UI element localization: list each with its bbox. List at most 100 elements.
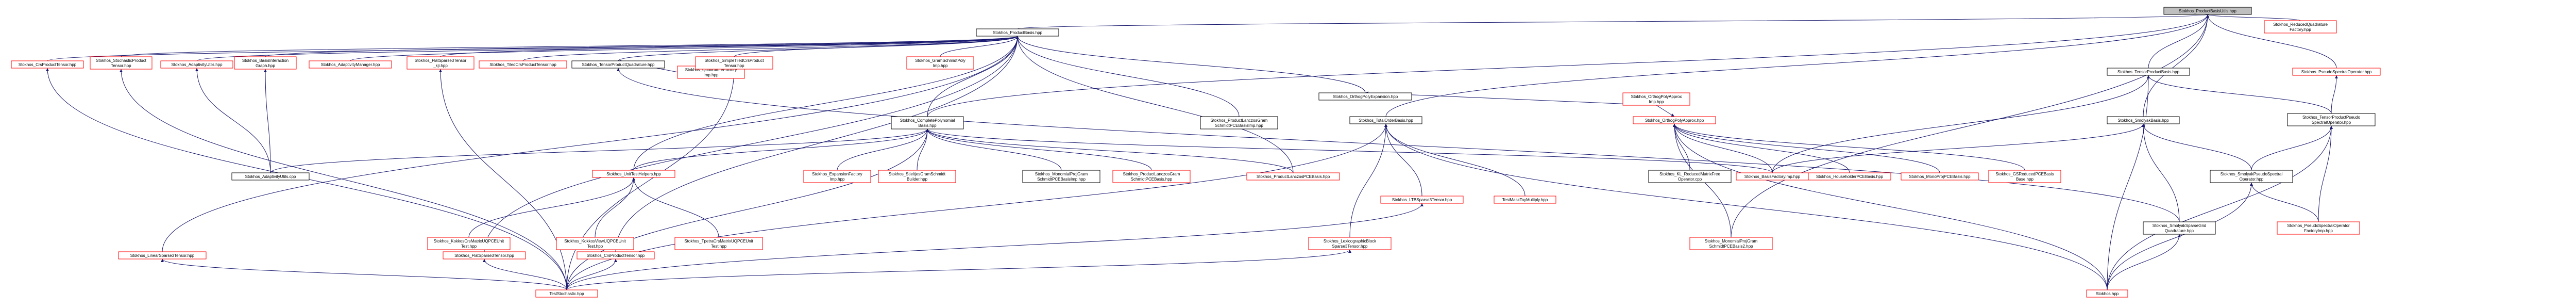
node-box [976, 28, 1059, 37]
graph-node-monoProj[interactable]: Stokhos_MonoProjPCEBasis.hpp [1901, 172, 1979, 181]
graph-node-basisFactory[interactable]: Stokhos_BasisFactoryImp.hpp [1736, 172, 1809, 181]
dependency-edge [595, 177, 635, 238]
node-box [11, 60, 84, 69]
node-box [695, 56, 773, 70]
dependency-edge [1772, 75, 2150, 173]
graph-node-tiledCrs[interactable]: Stokhos_TiledCrsProductTensor.hpp [479, 60, 567, 69]
node-box [406, 56, 474, 70]
graph-node-monoProjGram2[interactable]: Stokhos_MonomialProjGramSchmidtPCEBasis2… [1689, 237, 1773, 250]
dependency-edge [2142, 123, 2180, 222]
graph-node-prodLanczosPCE[interactable]: Stokhos_ProductLanczosPCEBasis.hpp [1246, 172, 1340, 181]
node-label: Stokhos_GramSchmidtPoly [915, 58, 965, 63]
node-label: SchmidtPCEBasis.hpp [1131, 177, 1173, 182]
graph-node-tensorBasis[interactable]: Stokhos_TensorProductBasis.hpp [2107, 68, 2190, 76]
graph-node-orthogPolyExp[interactable]: Stokhos_OrthogPolyExpansion.hpp [1318, 92, 1412, 101]
graph-node-pseudoFactory[interactable]: Stokhos_PseudoSpectralOperatorFactoryImp… [2277, 221, 2360, 235]
node-label: Stokhos_ProductLanczosGram [1211, 118, 1268, 123]
node-box [1380, 196, 1464, 204]
graph-node-unitTest[interactable]: Stokhos_UnitTestHelpers.hpp [592, 170, 675, 178]
graph-node-tayMult[interactable]: TestMaskTayMultiply.hpp [1494, 196, 1556, 204]
node-box [535, 289, 598, 298]
graph-node-flatSparse[interactable]: Stokhos_FlatSparse3Tensor_kji.hpp [406, 56, 474, 70]
graph-node-crsProduct[interactable]: Stokhos_CrsProductTensor.hpp [577, 251, 655, 260]
graph-node-lexicoBlock[interactable]: Stokhos_LexicographicBlockSparse3Tensor.… [1308, 237, 1392, 250]
dependency-edge [1731, 14, 2209, 238]
dependency-edge [2142, 123, 2252, 171]
dependency-edge [2107, 234, 2181, 290]
graph-node-orthogPolyApprox2[interactable]: Stokhos_OrthogPolyApprox.hpp [1633, 116, 1716, 124]
graph-node-ltbSparse[interactable]: Stokhos_LTBSparse3Tensor.hpp [1380, 196, 1464, 204]
graph-node-prodLanczos[interactable]: Stokhos_ProductLanczosGramSchmidtPCEBasi… [1200, 116, 1278, 129]
node-box [906, 56, 974, 70]
node-box [2107, 68, 2190, 76]
node-box [160, 60, 233, 69]
dependency-edge [1673, 123, 2025, 171]
node-label: Operator.hpp [2240, 177, 2264, 182]
graph-node-tensorPseudo[interactable]: Stokhos_TensorProductPseudoSpectralOpera… [2287, 113, 2376, 126]
graph-node-totalOrder[interactable]: Stokhos_TotalOrderBasis.hpp [1349, 116, 1422, 124]
dependency-edge [120, 69, 567, 290]
graph-node-root: Stokhos_ProductBasisUtils.hpp [2163, 7, 2252, 15]
node-label: Imp.hpp [830, 177, 845, 182]
node-box [1633, 116, 1716, 124]
node-label: Stokhos_SmolyakPseudoSpectral [2221, 172, 2283, 176]
node-label: Stokhos.hpp [2096, 291, 2119, 296]
graph-node-pseudoSpectral[interactable]: Stokhos_PseudoSpectralOperator.hpp [2292, 68, 2381, 76]
node-box [556, 237, 634, 250]
graph-node-cmpTensor[interactable]: Stokhos_CrsProductTensor.hpp [11, 60, 84, 69]
dependency-edge [483, 258, 567, 290]
dependency-edge [121, 36, 1019, 57]
graph-node-stokhosHpp[interactable]: Stokhos.hpp [2086, 289, 2128, 298]
graph-node-productBasis[interactable]: Stokhos_ProductBasis.hpp [976, 28, 1059, 37]
node-label: Stokhos_CrsProductTensor.hpp [587, 253, 645, 258]
graph-node-tensorQuad[interactable]: Stokhos_TensorProductQuadrature.hpp [571, 60, 665, 69]
node-label: Stokhos_CompletePolynomial [900, 118, 955, 123]
graph-node-testStochastic[interactable]: TestStochastic.hpp [535, 289, 598, 298]
node-label: Stokhos_AdaptivityUtils.cpp [245, 174, 296, 179]
dependency-edge [195, 68, 271, 173]
dependency-edge [927, 36, 1019, 117]
node-label: Stokhos_LTBSparse3Tensor.hpp [1392, 198, 1452, 202]
graph-node-adaptUtilsCpp[interactable]: Stokhos_AdaptivityUtils.cpp [231, 172, 310, 181]
graph-node-prodLanczos2[interactable]: Stokhos_ProductLanczosGramSchmidtPCEBasi… [1112, 170, 1191, 183]
dependency-edge [926, 128, 1062, 171]
dependency-edge [162, 36, 1019, 252]
dependency-edge [926, 128, 1152, 171]
graph-node-linearSparse[interactable]: Stokhos_LinearSparse3Tensor.hpp [118, 251, 207, 260]
node-box [1308, 237, 1392, 250]
graph-node-adaptUtils[interactable]: Stokhos_AdaptivityUtils.hpp [160, 60, 233, 69]
node-box [1988, 170, 2061, 183]
node-box [1200, 116, 1278, 129]
graph-node-smolyakPseudo[interactable]: Stokhos_SmolyakPseudoSpectralOperator.hp… [2210, 170, 2293, 183]
graph-node-householder[interactable]: Stokhos_HouseholderPCEBasis.hpp [1808, 172, 1891, 181]
node-box [443, 251, 526, 260]
dependency-edge [1385, 14, 2209, 117]
dependency-edge [1772, 123, 2145, 173]
node-label: SpectralOperator.hpp [2312, 120, 2351, 125]
graph-node-smolyakBasis[interactable]: Stokhos_SmolyakBasis.hpp [2107, 116, 2180, 124]
dependency-edge [917, 128, 929, 171]
graph-node-flatSparse2[interactable]: Stokhos_FlatSparse3Tensor.hpp [443, 251, 526, 260]
node-label: Stokhos_SmolyakSparseGrid [2153, 223, 2207, 228]
node-label: Stokhos_OrthogPolyApprox [1631, 94, 1682, 99]
graph-node-adaptMgr[interactable]: Stokhos_AdaptivityManager.hpp [309, 60, 392, 69]
node-label: Sparse3Tensor.hpp [1332, 244, 1368, 249]
graph-node-monoProjGram[interactable]: Stokhos_MonomialProjGramSchmidtPCEBasisI… [1022, 170, 1100, 183]
dependency-edge [484, 36, 1019, 252]
dependency-edge [468, 177, 635, 238]
